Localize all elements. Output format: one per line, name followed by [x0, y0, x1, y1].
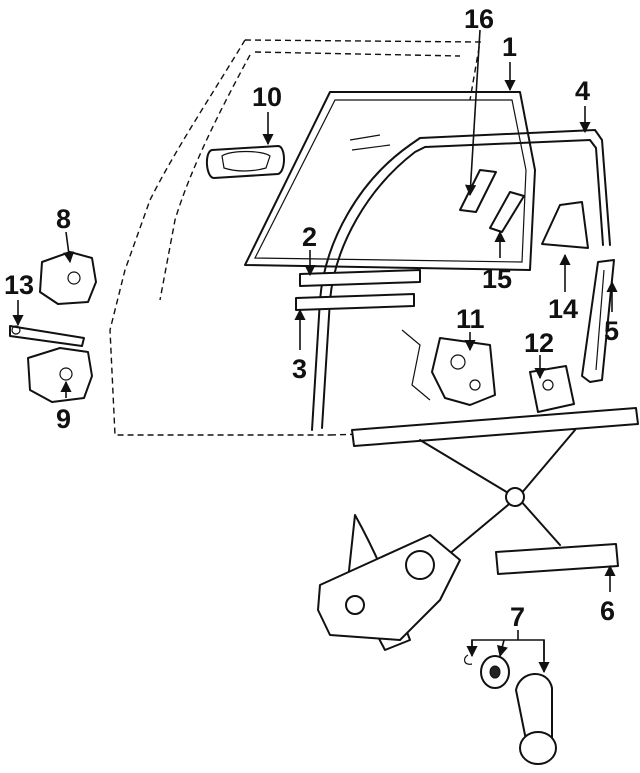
- callout-13: 13: [4, 270, 34, 300]
- weatherstrip-2-part[interactable]: [299, 269, 421, 287]
- callout-8: 8: [56, 204, 71, 234]
- callout-10: 10: [252, 82, 282, 112]
- window-regulator-part[interactable]: [317, 407, 639, 651]
- callout-11: 11: [456, 304, 485, 334]
- leader-lines: [12, 29, 618, 674]
- lower-hinge-part[interactable]: [27, 347, 93, 403]
- callout-12: 12: [524, 328, 554, 358]
- callout-2: 2: [302, 222, 317, 252]
- door-latch-part[interactable]: [401, 329, 496, 406]
- callout-7: 7: [510, 602, 525, 632]
- callout-6: 6: [600, 596, 615, 626]
- callout-14: 14: [548, 294, 578, 324]
- callout-9: 9: [56, 404, 71, 434]
- callout-labels: 1 16 4 10 2 3 14 15 5 11 12 8 9 13 6 7: [4, 4, 619, 632]
- callout-5: 5: [604, 316, 619, 346]
- callout-3: 3: [292, 354, 307, 384]
- callout-16: 16: [464, 4, 494, 34]
- callout-1: 1: [502, 32, 517, 62]
- callout-4: 4: [575, 76, 590, 106]
- door-glass-part[interactable]: [244, 91, 536, 271]
- callout-15: 15: [482, 264, 512, 294]
- upper-hinge-part[interactable]: [39, 251, 97, 305]
- crank-handle-part[interactable]: [463, 654, 557, 765]
- inside-handle-part[interactable]: [206, 145, 285, 179]
- corner-piece-14-part[interactable]: [541, 201, 589, 249]
- channel-piece-15-part[interactable]: [489, 191, 525, 233]
- door-striker-part[interactable]: [529, 365, 575, 413]
- rear-run-channel-part[interactable]: [581, 259, 615, 383]
- channel-piece-16-part[interactable]: [459, 169, 497, 213]
- weatherstrip-3-part[interactable]: [295, 293, 415, 311]
- door-check-part[interactable]: [9, 325, 85, 347]
